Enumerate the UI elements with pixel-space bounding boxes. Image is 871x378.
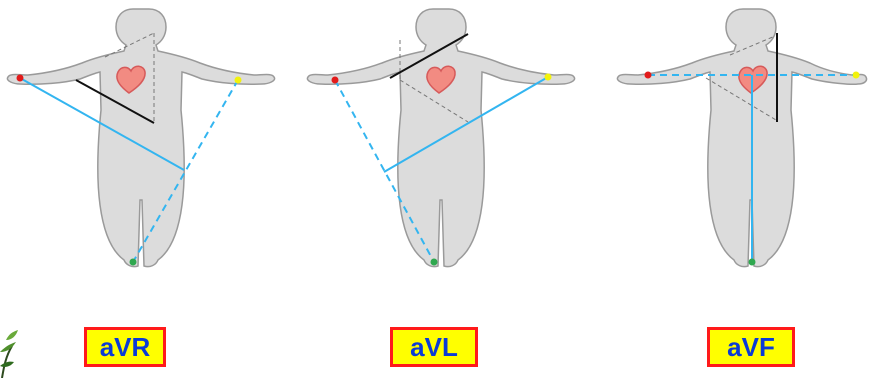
right-arm-electrode (17, 75, 24, 82)
body-diagram-avl (300, 0, 590, 300)
human-body-outline (617, 9, 866, 267)
plant-icon (0, 322, 20, 378)
left-leg-electrode (431, 259, 438, 266)
body-diagram-avf (610, 0, 871, 300)
right-arm-electrode (645, 72, 652, 79)
left-leg-electrode (130, 259, 137, 266)
right-arm-electrode (332, 77, 339, 84)
left-arm-electrode (235, 77, 242, 84)
left-arm-electrode (545, 74, 552, 81)
left-arm-electrode (853, 72, 860, 79)
panel-avr: aVR (0, 0, 290, 378)
panel-avf: aVF (610, 0, 871, 378)
lead-label-avr: aVR (84, 327, 166, 367)
human-body-outline (7, 9, 274, 267)
panel-avl: aVL (300, 0, 590, 378)
left-leg-electrode (749, 259, 756, 266)
lead-label-avf: aVF (707, 327, 795, 367)
body-diagram-avr (0, 0, 290, 300)
lead-label-avl: aVL (390, 327, 478, 367)
human-body-outline (307, 9, 574, 267)
